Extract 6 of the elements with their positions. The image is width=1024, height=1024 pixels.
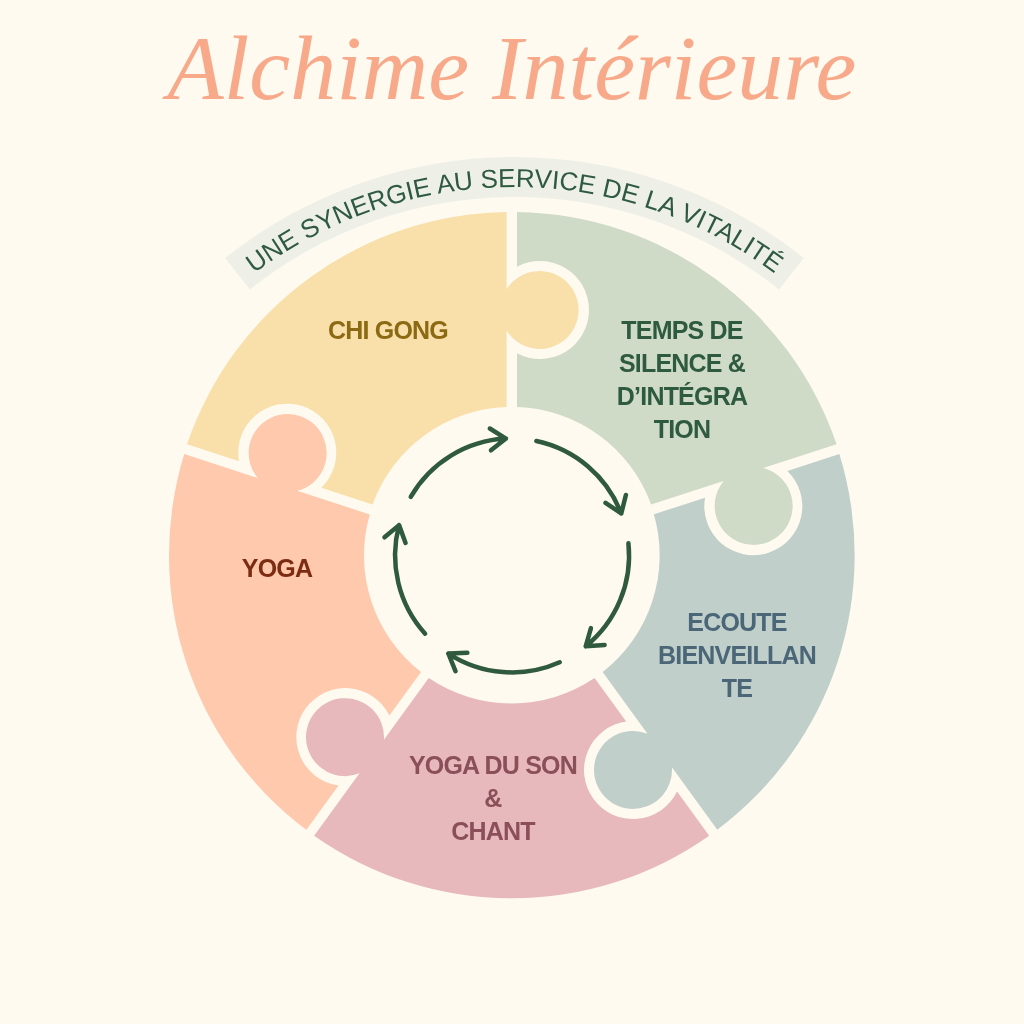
activity-label: TEMPS DE SILENCE & D’INTÉGRA TION: [616, 315, 748, 445]
activity-label: YOGA DU SON & CHANT: [408, 749, 577, 847]
activity-label: YOGA: [241, 552, 313, 584]
diagram-title: Alchime Intérieure: [149, 12, 875, 124]
activity-label: ECOUTE BIENVEILLAN TE: [658, 606, 816, 704]
activity-label: CHI GONG: [328, 314, 448, 346]
